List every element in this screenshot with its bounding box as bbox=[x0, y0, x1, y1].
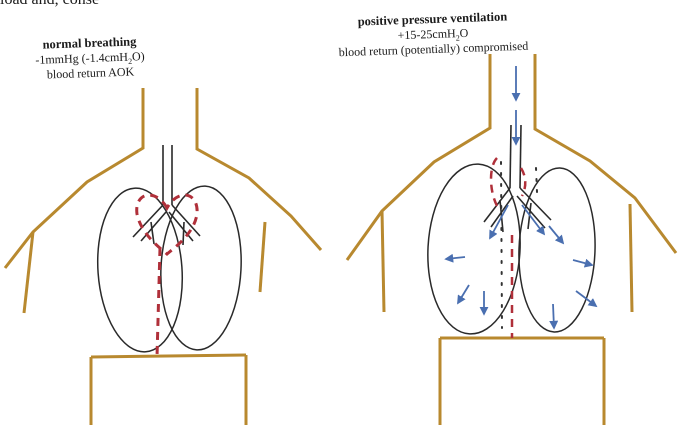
ppv-pressure-arrows bbox=[446, 66, 596, 328]
normal-torso bbox=[5, 88, 321, 425]
normal-lungs bbox=[92, 184, 245, 355]
normal-heart-dashed bbox=[137, 195, 197, 357]
ppv-torso bbox=[347, 54, 676, 425]
normal-body-outline bbox=[5, 88, 321, 425]
